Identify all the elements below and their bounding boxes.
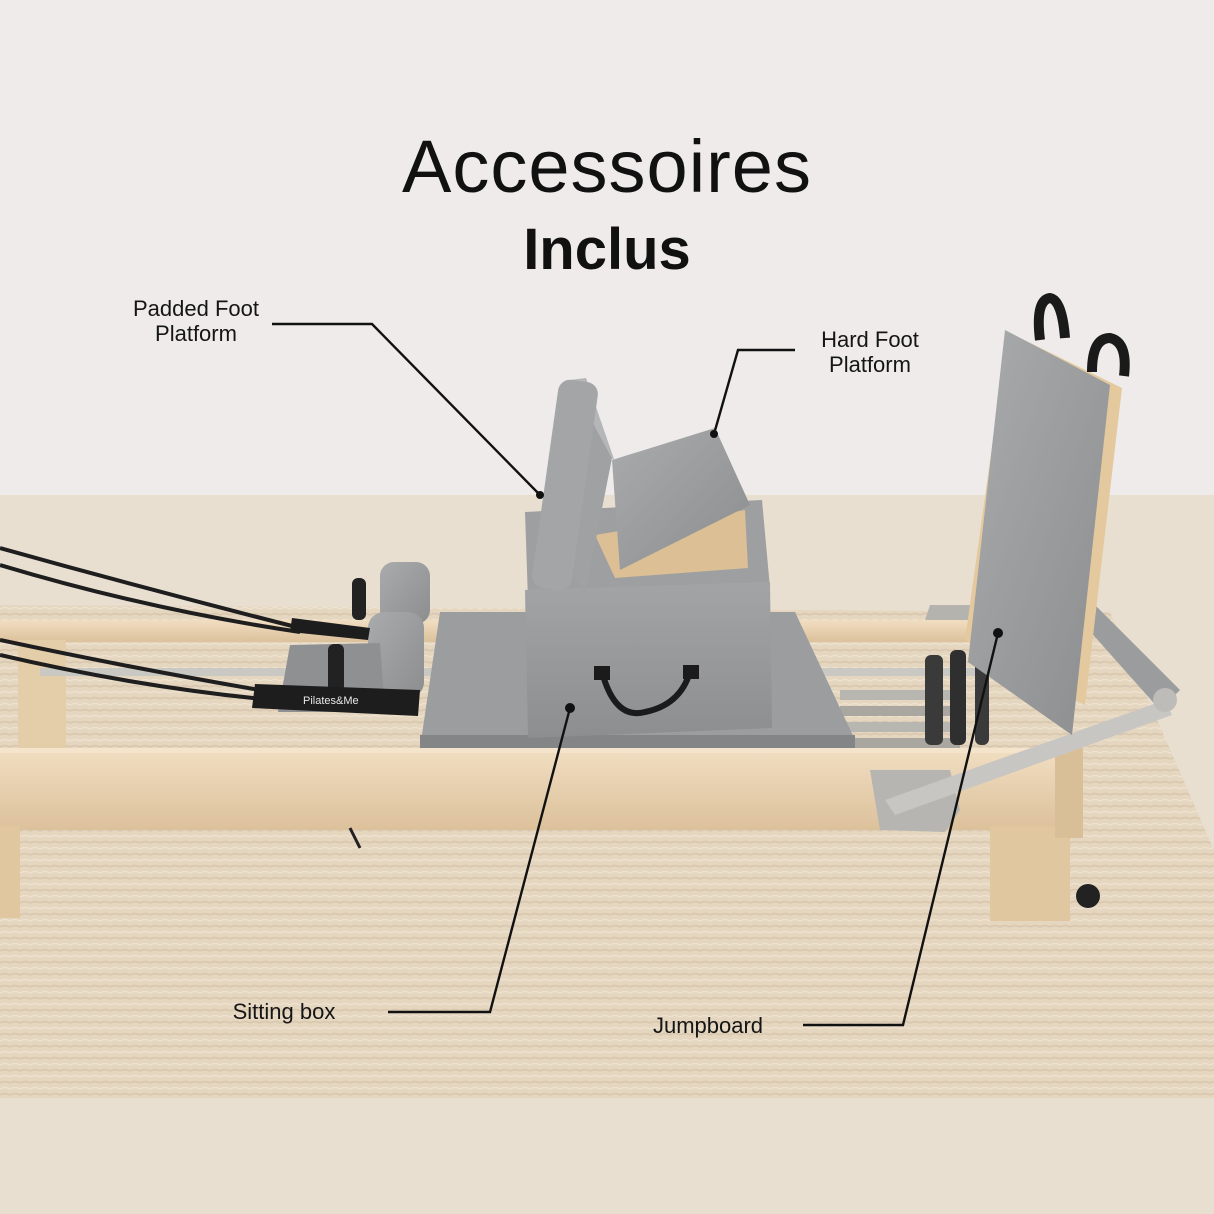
sitting-box-front bbox=[525, 582, 772, 738]
label-padded-foot-line-2: Platform bbox=[155, 321, 237, 346]
leader-padded-foot bbox=[272, 322, 541, 496]
sitting-box-handle bbox=[599, 671, 693, 717]
wheel bbox=[1076, 884, 1100, 908]
label-padded-foot-line-1: Padded Foot bbox=[133, 296, 259, 321]
jumpboard-handle-right bbox=[1087, 332, 1130, 377]
frame-leg-left bbox=[0, 826, 20, 918]
frame-end-post bbox=[1055, 748, 1083, 838]
springs bbox=[840, 690, 960, 748]
strap-rear bbox=[290, 618, 370, 640]
label-hard-foot-platform: Hard Foot Platform bbox=[800, 327, 940, 377]
label-padded-foot-platform: Padded Foot Platform bbox=[112, 296, 280, 346]
shoulder-rest-rear bbox=[380, 562, 430, 624]
shoulder-post bbox=[352, 578, 366, 620]
footbar-rail bbox=[1080, 605, 1180, 710]
frame-leg-right bbox=[990, 826, 1070, 921]
label-sitting-box: Sitting box bbox=[232, 999, 336, 1024]
leader-sitting-box bbox=[388, 707, 572, 1014]
jumpboard-handle-left bbox=[1033, 292, 1070, 341]
frame-near-rail bbox=[0, 748, 1082, 830]
page-subtitle: Inclus bbox=[523, 217, 691, 282]
label-hard-foot-line-2: Platform bbox=[829, 352, 911, 377]
page-title: Accessoires bbox=[402, 125, 812, 208]
footbar-arm bbox=[885, 700, 1172, 815]
leader-jumpboard bbox=[803, 632, 1000, 1027]
callout-dots bbox=[536, 430, 1003, 713]
label-hard-foot-line-1: Hard Foot bbox=[821, 327, 919, 352]
callout-lines bbox=[272, 322, 1000, 1027]
strap-brand-text: Pilates&Me bbox=[303, 695, 359, 707]
frame-head-post-left bbox=[18, 640, 66, 750]
jumpboard-panel bbox=[968, 330, 1110, 735]
strap-front bbox=[252, 684, 420, 716]
hard-foot-platform bbox=[612, 428, 750, 570]
shoulder-post-front bbox=[328, 644, 344, 692]
leader-hard-foot bbox=[712, 348, 795, 435]
gear-bar bbox=[925, 650, 989, 745]
label-jumpboard: Jumpboard bbox=[652, 1013, 764, 1038]
